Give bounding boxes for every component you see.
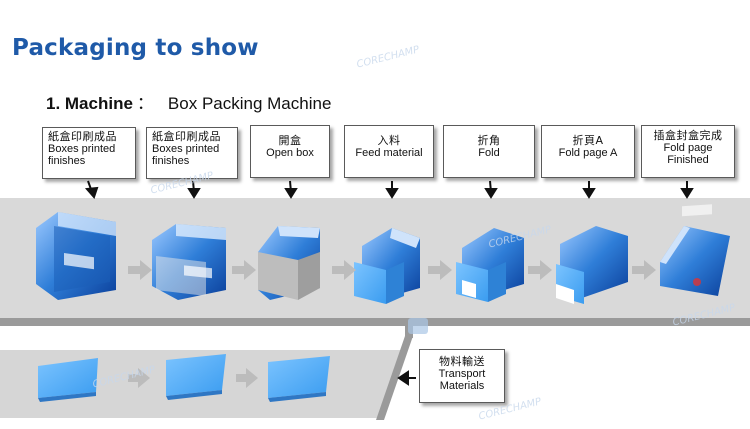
step-label-zh: 折角 [477, 134, 501, 147]
step-label-zh: 入料 [377, 134, 401, 147]
step-label-en: Feed material [355, 147, 423, 159]
box-stage-4 [354, 228, 420, 304]
transport-box-3 [268, 356, 330, 402]
step-label-en: Finished [667, 154, 709, 166]
box-stage-1 [36, 212, 116, 300]
logo-mark [408, 318, 428, 334]
transport-label-zh: 物料輸送 [439, 355, 485, 368]
step-label-en: Fold page A [558, 147, 618, 159]
step-label-en: Fold [478, 147, 500, 159]
step-label-1: 紙盒印刷成品 Boxes printed finishes [42, 127, 136, 179]
step-label-7: 插盒封盒完成 Fold page Finished [641, 125, 735, 178]
machine-separator: ： [136, 94, 154, 113]
step-label-en: Fold page [663, 142, 713, 154]
step-label-3: 開盒 Open box [250, 125, 330, 178]
step-label-zh: 插盒封盒完成 [653, 129, 723, 142]
step-label-zh: 紙盒印刷成品 [152, 130, 221, 143]
box-stage-2 [152, 224, 226, 300]
lower-conveyor-edge [376, 336, 413, 420]
step-label-zh: 折頁A [572, 134, 604, 147]
machine-number: 1. Machine [46, 94, 133, 113]
step-label-zh: 開盒 [278, 134, 302, 147]
flow-arrows-lower [128, 368, 258, 388]
step-label-6: 折頁A Fold page A [541, 125, 635, 178]
box-stage-5 [456, 228, 524, 302]
step-label-2: 紙盒印刷成品 Boxes printed finishes [146, 127, 238, 179]
box-stage-3 [258, 226, 320, 300]
step-label-zh: 紙盒印刷成品 [48, 130, 117, 143]
step-label-4: 入料 Feed material [344, 125, 434, 178]
flow-arrows-upper [128, 260, 656, 280]
label-pointer-arrows [84, 180, 694, 386]
machine-heading: 1. Machine： Box Packing Machine [46, 89, 331, 114]
step-label-en: Boxes printed [48, 143, 116, 155]
upper-conveyor-edge [0, 318, 750, 326]
transport-label: 物料輸送 Transport Materials [419, 349, 505, 403]
transport-box-1 [38, 358, 98, 402]
transport-label-en: Materials [439, 380, 485, 392]
machine-type: Box Packing Machine [167, 94, 332, 113]
step-label-en: finishes [48, 155, 86, 167]
step-label-en: finishes [152, 155, 190, 167]
page-title: Packaging to show [12, 35, 259, 61]
transport-box-2 [166, 354, 226, 400]
box-stage-7 [660, 204, 730, 296]
step-label-5: 折角 Fold [443, 125, 535, 178]
step-label-en: Open box [266, 147, 314, 159]
transport-label-en: Transport [438, 368, 486, 380]
step-label-en: Boxes printed [152, 143, 220, 155]
